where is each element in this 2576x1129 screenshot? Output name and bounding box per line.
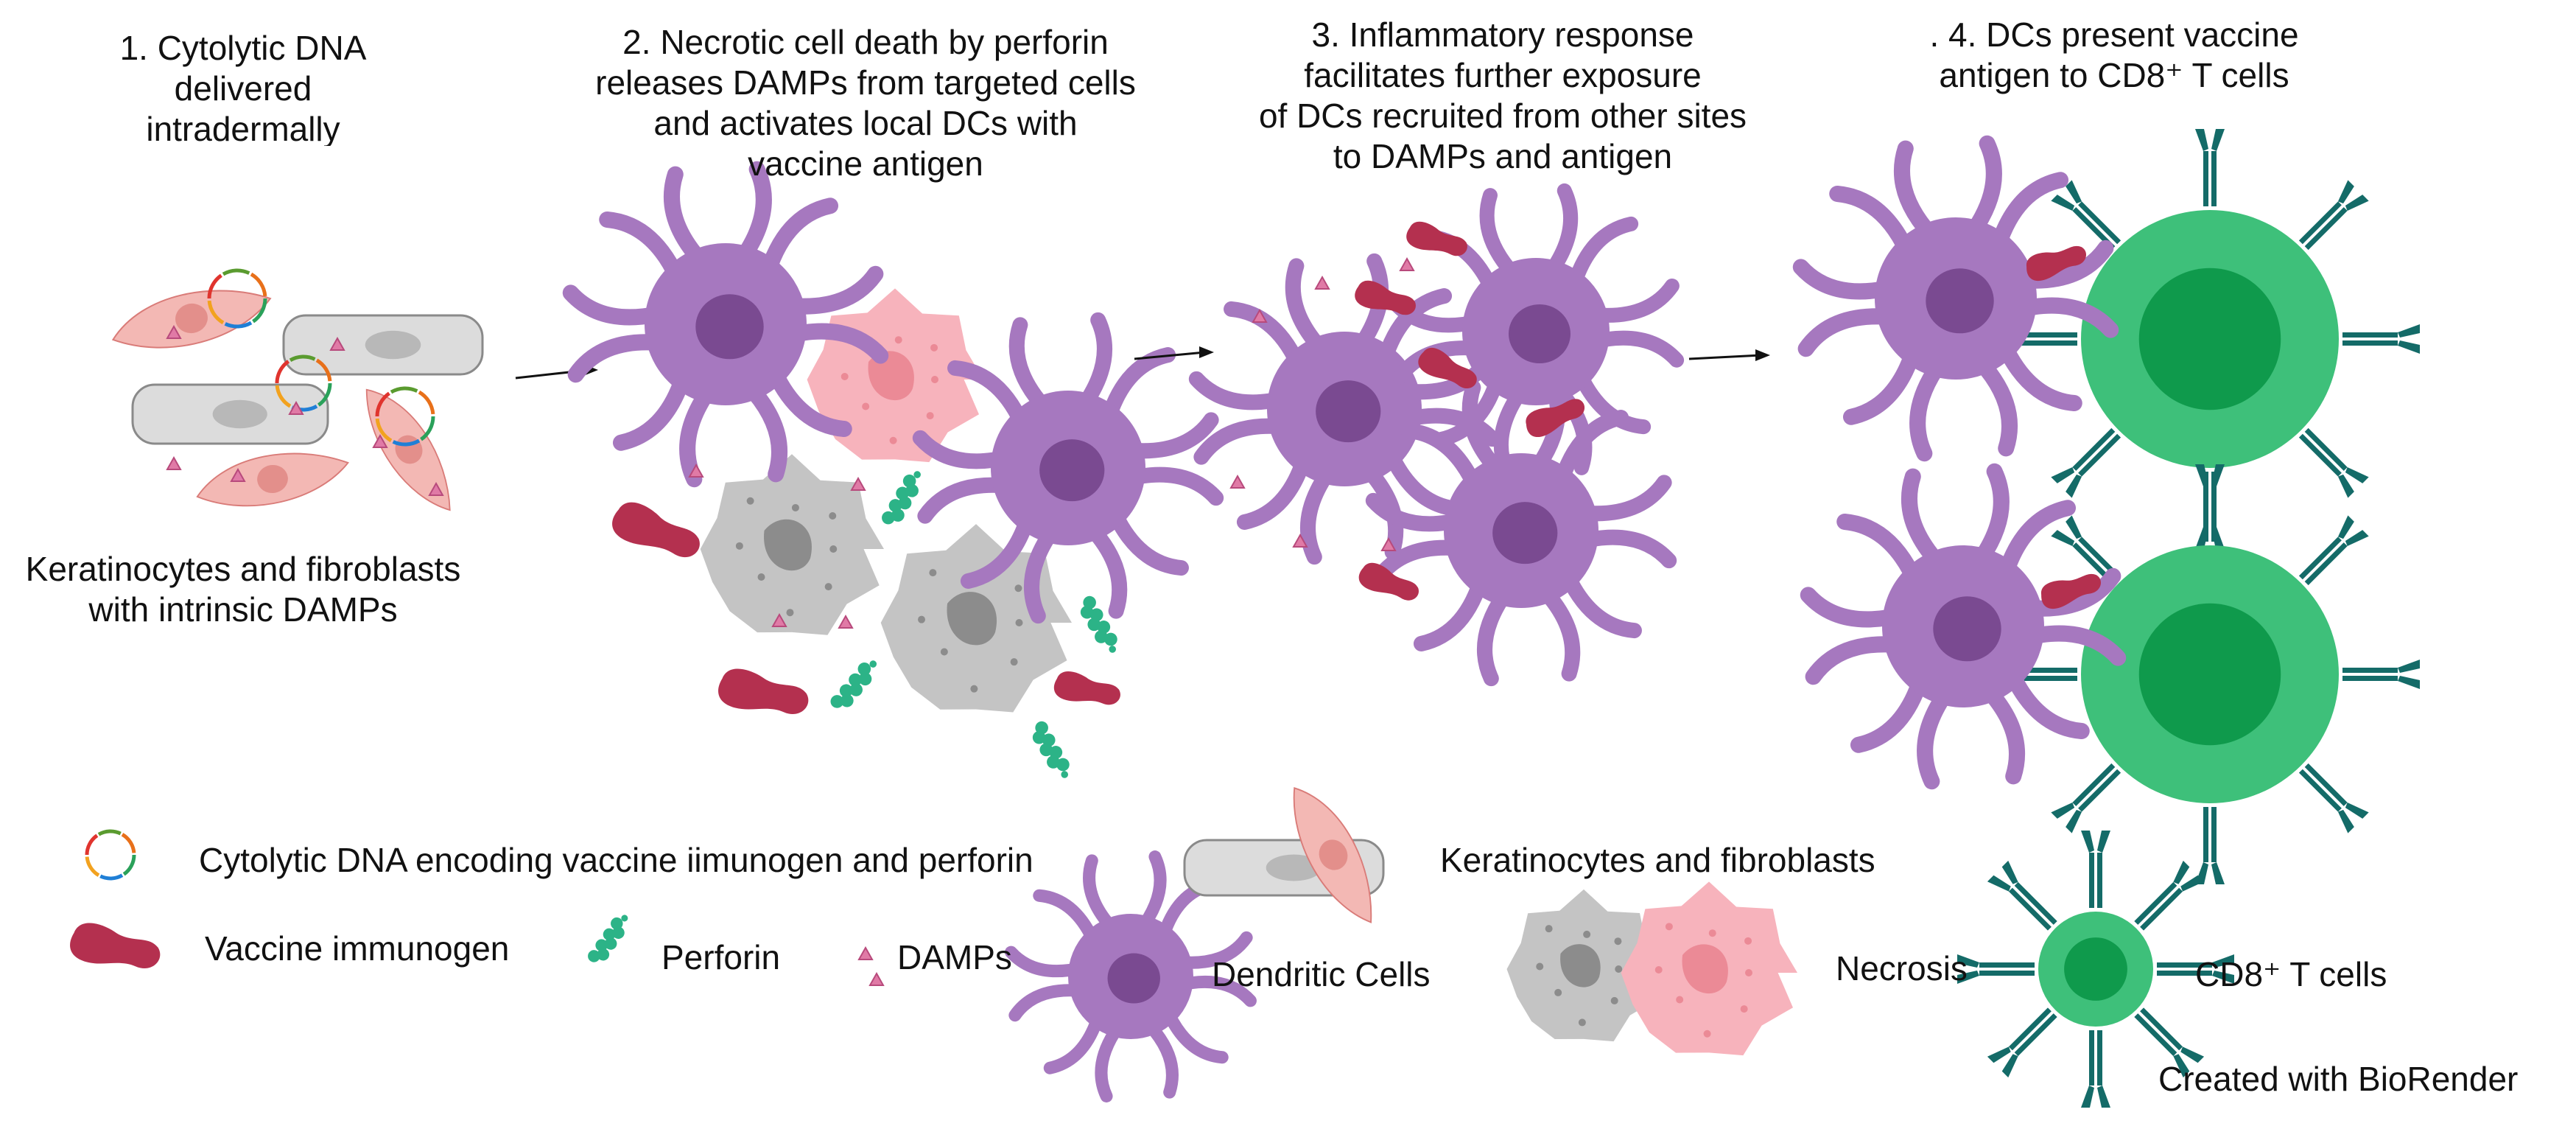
step-2-title: 2. Necrotic cell death by perforin relea…	[595, 23, 1136, 183]
dc-2b	[912, 312, 1224, 624]
legend-dna-label: Cytolytic DNA encoding vaccine iimunogen…	[199, 841, 1033, 879]
legend-necrosis-pink-icon	[1621, 881, 1797, 1056]
immunogen-4a	[2026, 245, 2087, 281]
damp-p3-2	[1399, 256, 1415, 271]
damp-p1-3	[288, 400, 304, 415]
immunogen-3e	[1358, 562, 1419, 601]
plasmid-2	[275, 354, 332, 412]
damp-p3-4	[1229, 474, 1246, 489]
plasmid-3	[375, 386, 435, 447]
fibroblast-3	[365, 388, 451, 511]
fibroblast-1	[111, 290, 272, 349]
dc-4b	[1800, 463, 2127, 790]
damp-p2-4	[850, 476, 866, 491]
arrow-2-3	[1134, 346, 1214, 360]
legend-necrosis-label: Necrosis	[1836, 949, 1968, 988]
legend-damp-icon-2	[868, 971, 885, 986]
tcell-4a	[2000, 129, 2420, 549]
legend-fibroblast-icon	[1293, 787, 1372, 923]
arrow-3-4	[1688, 349, 1770, 361]
legend-immunogen-label: Vaccine immunogen	[205, 929, 510, 968]
damp-p3-6	[1380, 536, 1397, 551]
immunogen-3c	[1418, 348, 1477, 388]
damp-p1-1	[166, 324, 182, 339]
damp-p2-3	[838, 614, 854, 629]
step-3-title: 3. Inflammatory response facilitates fur…	[1258, 15, 1747, 175]
perforin-2c	[1080, 595, 1117, 653]
legend-damps-label: DAMPs	[897, 938, 1012, 976]
perforin-2b	[830, 660, 877, 708]
legend-kf-label: Keratinocytes and fibroblasts	[1440, 841, 1875, 879]
immunogen-2b	[718, 668, 809, 714]
damp-p3-1	[1314, 275, 1330, 290]
necrosis-grey-2b	[880, 524, 1072, 713]
legend-immunogen-icon	[70, 923, 161, 968]
damp-p1-2	[329, 336, 345, 351]
necrosis-grey-2a	[700, 454, 884, 635]
damp-p3-3	[1252, 308, 1268, 323]
perforin-2a	[882, 471, 922, 525]
immunogen-3b	[1355, 280, 1416, 315]
immunogen-2a	[612, 502, 700, 557]
legend-tcell-label: CD8⁺ T cells	[2195, 955, 2387, 993]
tcell-4b	[2000, 464, 2420, 884]
plasmid-1	[207, 268, 267, 329]
dc-2a	[562, 161, 889, 488]
immunogen-3a	[1406, 221, 1467, 256]
fibroblast-2	[196, 452, 349, 507]
legend-tcell-icon	[1957, 831, 2234, 1108]
legend-dc-icon	[1005, 850, 1257, 1102]
damp-p1-4	[372, 433, 388, 448]
damp-p1-6	[230, 467, 246, 482]
damp-p2-2	[771, 612, 787, 627]
perforin-2d	[1032, 721, 1070, 778]
biorender-credit: Created with BioRender	[2158, 1060, 2519, 1098]
dc-3c	[1365, 374, 1677, 687]
panel-1-caption: Keratinocytes and fibroblasts with intri…	[25, 550, 461, 629]
legend-dc-label: Dendritic Cells	[1212, 955, 1431, 993]
keratinocyte-1	[282, 314, 484, 376]
immunogen-2c	[1053, 671, 1120, 705]
legend-perforin-icon	[588, 915, 628, 962]
damp-p1-7	[428, 481, 444, 496]
legend-damp-icon-1	[857, 946, 874, 960]
damp-p3-5	[1292, 533, 1308, 548]
dc-4a	[1792, 135, 2119, 462]
step-1-title: 1. Cytolytic DNA delivered intradermally	[119, 29, 367, 146]
keratinocyte-2	[131, 383, 329, 445]
step-4-title: . 4. DCs present vaccine antigen to CD8⁺…	[1929, 15, 2299, 94]
legend-necrosis-grey-icon	[1506, 889, 1661, 1042]
immunogen-3d	[1526, 399, 1585, 438]
damp-p2-1	[688, 463, 704, 478]
damp-p1-5	[166, 455, 182, 470]
legend-dna-icon	[85, 829, 136, 881]
legend-perforin-label: Perforin	[661, 938, 781, 976]
immunogen-4b	[2041, 573, 2102, 609]
